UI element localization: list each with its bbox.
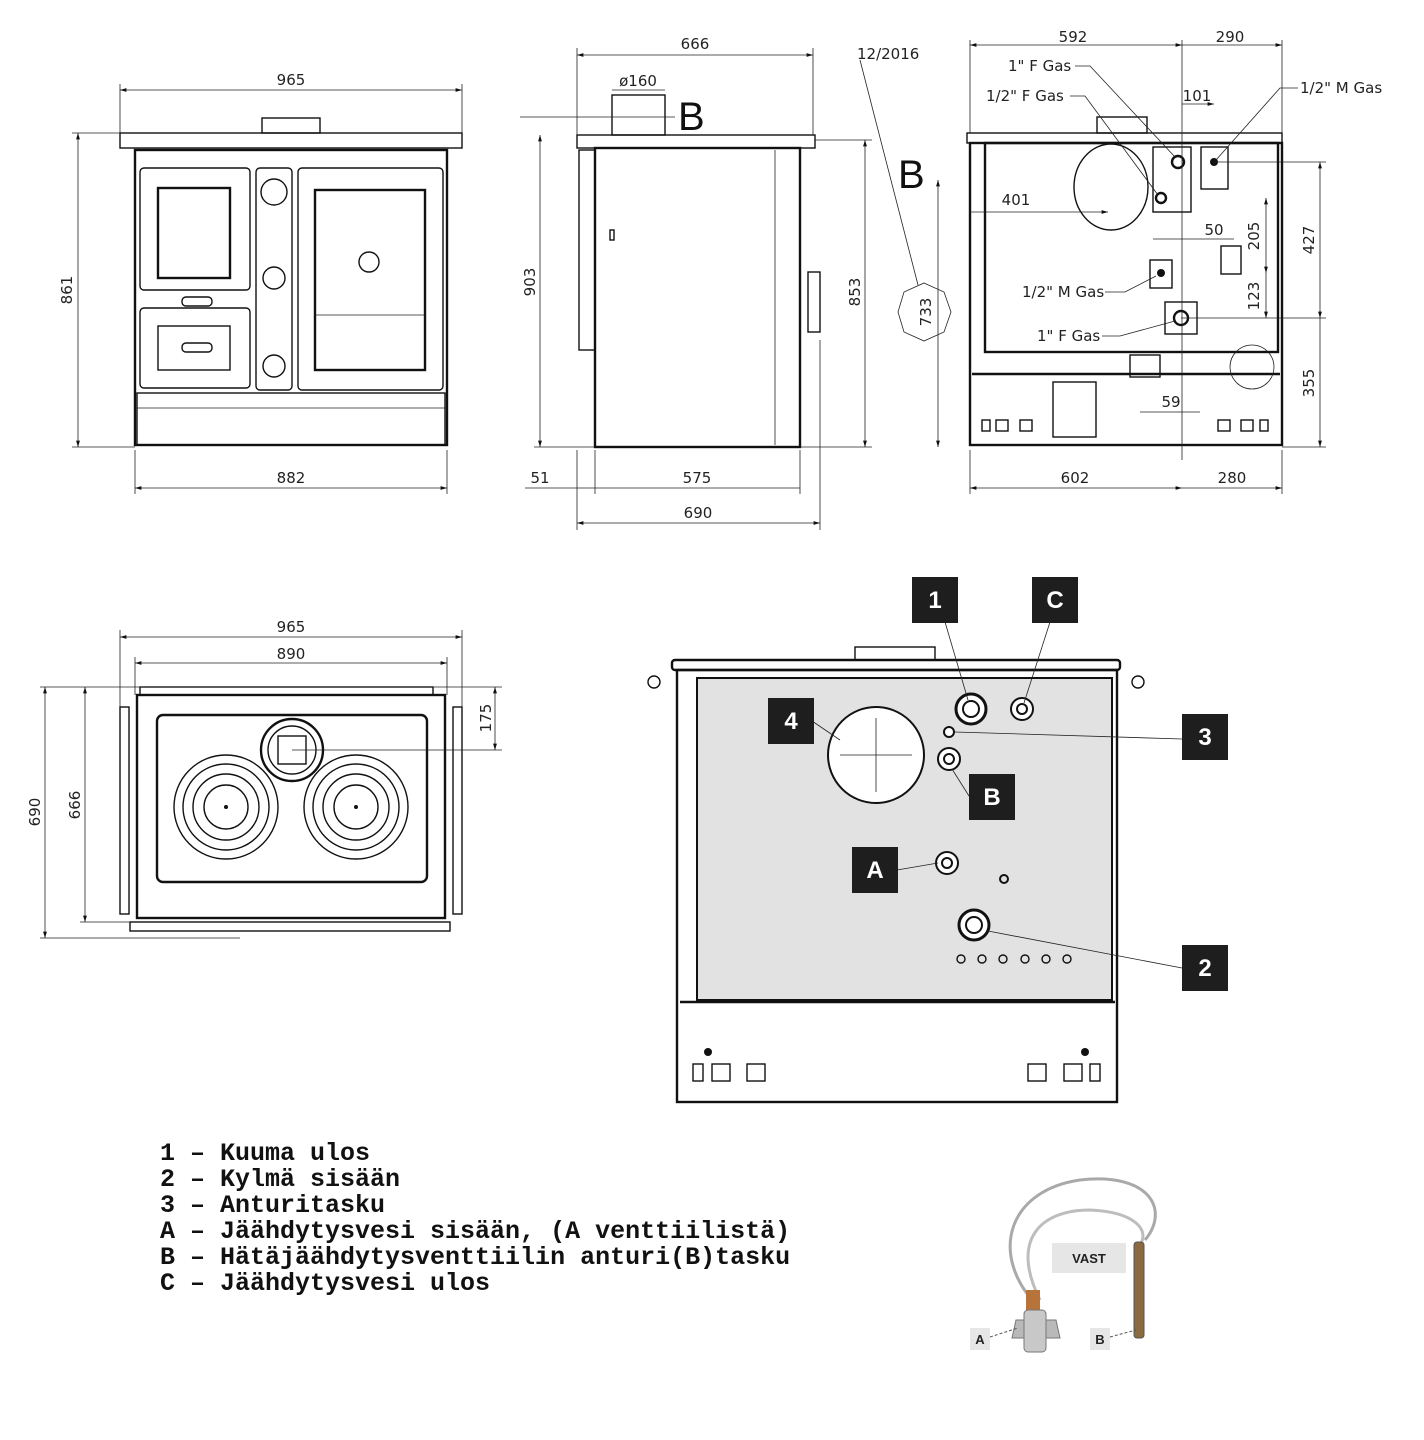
label-1: 1 <box>912 577 958 623</box>
top-view: 965 890 690 666 175 <box>26 618 502 939</box>
dim-853: 853 <box>846 278 864 307</box>
vast-tag: VAST <box>1072 1251 1106 1266</box>
callout-half-m-gas-mid: 1/2" M Gas <box>1022 283 1104 301</box>
valve-label-b: B <box>1095 1332 1104 1347</box>
svg-text:3: 3 <box>1198 724 1211 751</box>
callout-1in-f-gas-bottom: 1" F Gas <box>1037 327 1100 345</box>
label-c: C <box>1032 577 1078 623</box>
dim-602: 602 <box>1061 469 1090 487</box>
legend-item: 3 – Anturitasku <box>160 1191 385 1220</box>
section-mark-b-rear: B <box>898 153 925 197</box>
front-view: 965 882 861 <box>58 71 463 494</box>
legend-item: B – Hätäjäähdytysventtiilin anturi(B)tas… <box>160 1243 790 1272</box>
dim-965-top: 965 <box>277 618 306 636</box>
dim-175: 175 <box>477 704 495 733</box>
dim-965: 965 <box>277 71 306 89</box>
connector-1 <box>954 692 988 726</box>
dim-575: 575 <box>683 469 712 487</box>
dim-355: 355 <box>1300 369 1318 398</box>
valve-label-a: A <box>975 1332 985 1347</box>
rear-view: 12/2016 733 B 592 290 101 401 <box>857 28 1382 494</box>
callout-1in-f-gas-top: 1" F Gas <box>1008 57 1071 75</box>
connector-2 <box>957 908 991 942</box>
dim-59: 59 <box>1161 393 1180 411</box>
dim-666: 666 <box>681 35 710 53</box>
connector-a <box>935 851 959 875</box>
dim-flue-diameter: ø160 <box>619 72 657 90</box>
dim-427: 427 <box>1300 226 1318 255</box>
dim-51: 51 <box>530 469 549 487</box>
svg-text:C: C <box>1046 587 1063 614</box>
section-mark-b: B <box>678 95 705 139</box>
label-2: 2 <box>1182 945 1228 991</box>
dim-690-top: 690 <box>26 798 44 827</box>
legend-item: C – Jäähdytysvesi ulos <box>160 1269 490 1298</box>
svg-text:1: 1 <box>928 587 941 614</box>
dim-861: 861 <box>58 276 76 305</box>
connector-c <box>1010 697 1034 721</box>
legend-item: 2 – Kylmä sisään <box>160 1165 400 1194</box>
side-view: 666 ø160 B 903 853 51 575 690 <box>520 35 872 530</box>
connector-b <box>937 747 961 771</box>
legend-item: 1 – Kuuma ulos <box>160 1139 370 1168</box>
dim-50: 50 <box>1204 221 1223 239</box>
dim-690: 690 <box>684 504 713 522</box>
dim-882: 882 <box>277 469 306 487</box>
dim-890: 890 <box>277 645 306 663</box>
hotplate-right <box>303 754 409 860</box>
connector-3 <box>943 726 955 738</box>
svg-text:A: A <box>866 857 883 884</box>
dim-592: 592 <box>1059 28 1088 46</box>
legend: 1 – Kuuma ulos 2 – Kylmä sisään 3 – Antu… <box>160 1139 790 1298</box>
dim-123: 123 <box>1245 282 1263 311</box>
dim-280: 280 <box>1218 469 1247 487</box>
hotplate-left <box>173 754 279 860</box>
rear-detail-view: 1 C 3 4 B A 2 <box>647 577 1228 1104</box>
dim-903: 903 <box>521 268 539 297</box>
label-3: 3 <box>1182 714 1228 760</box>
legend-item: A – Jäähdytysvesi sisään, (A venttiilist… <box>160 1217 790 1246</box>
label-4: 4 <box>768 698 814 744</box>
dim-290: 290 <box>1216 28 1245 46</box>
callout-half-m-gas-top: 1/2" M Gas <box>1300 79 1382 97</box>
dim-101: 101 <box>1183 87 1212 105</box>
emergency-valve-image: VAST A B <box>970 1177 1157 1353</box>
svg-text:2: 2 <box>1198 955 1211 982</box>
svg-text:4: 4 <box>784 708 798 735</box>
dim-205: 205 <box>1245 222 1263 251</box>
drawing-date: 12/2016 <box>857 45 919 63</box>
callout-half-f-gas: 1/2" F Gas <box>986 87 1064 105</box>
svg-text:B: B <box>983 784 1000 811</box>
dim-733: 733 <box>917 298 935 327</box>
label-b: B <box>969 774 1015 820</box>
dim-666-top: 666 <box>66 791 84 820</box>
dim-401: 401 <box>1002 191 1031 209</box>
label-a: A <box>852 847 898 893</box>
